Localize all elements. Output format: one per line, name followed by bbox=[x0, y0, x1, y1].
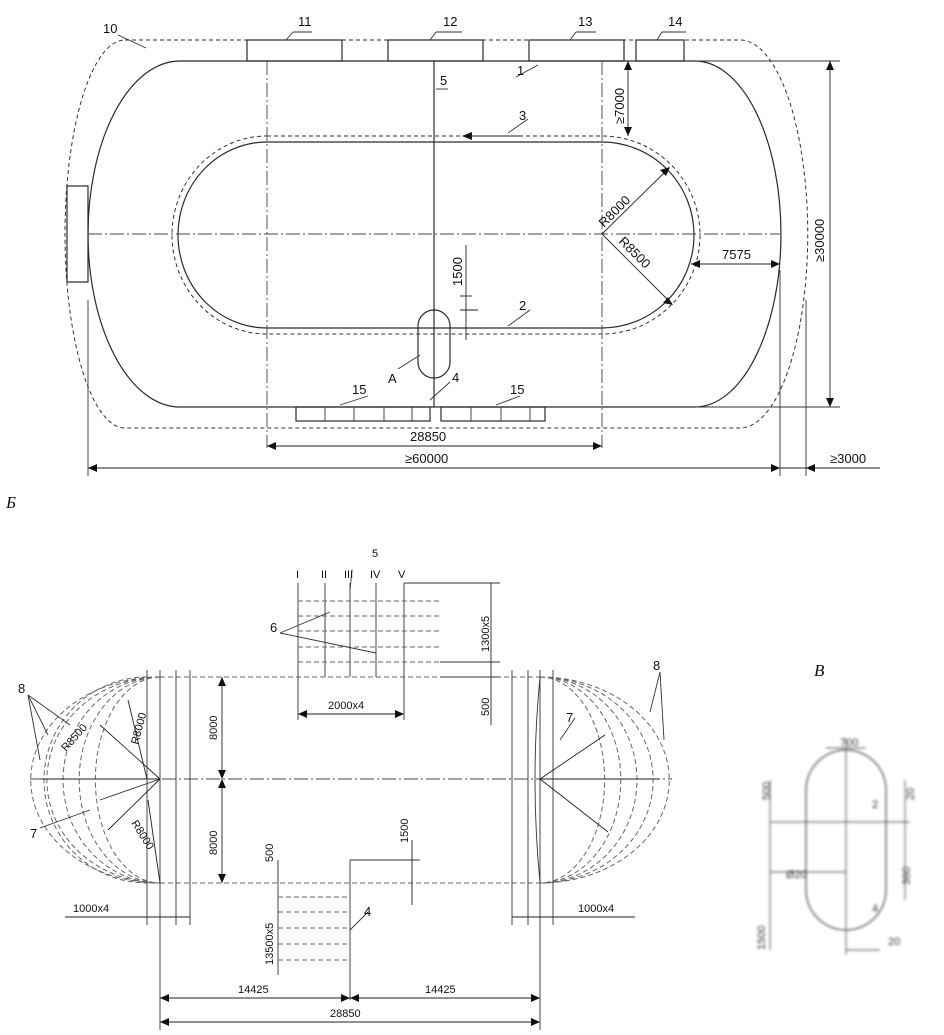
oval-a bbox=[417, 309, 451, 379]
detail-ref-2: 2 bbox=[872, 799, 878, 811]
dim-28850: 28850 bbox=[330, 1008, 361, 1020]
panel-label-v: В bbox=[814, 661, 825, 680]
dim-gap-top: ≥7000 bbox=[612, 88, 627, 124]
dim-r8000: R8000 bbox=[596, 192, 634, 230]
detail-700: 700 bbox=[840, 737, 858, 749]
point-a: A bbox=[388, 371, 397, 386]
dim-8000a: 8000 bbox=[208, 716, 220, 740]
lane-1: I bbox=[296, 569, 299, 581]
dim-height: ≥30000 bbox=[812, 219, 827, 262]
facilities-15 bbox=[295, 406, 546, 422]
dim-r8500: R8500 bbox=[59, 722, 90, 754]
inner-field-dashed bbox=[171, 135, 701, 335]
dim-14425-right: 14425 bbox=[425, 984, 456, 996]
left-curve-lanes bbox=[30, 676, 161, 884]
lane-3: III bbox=[344, 569, 353, 581]
dim-gap-side: 7575 bbox=[722, 247, 751, 262]
right-curve-lanes bbox=[534, 676, 670, 884]
dim-1300: 1300x5 bbox=[480, 616, 492, 652]
ref-3: 3 bbox=[519, 108, 526, 123]
ref-15b: 15 bbox=[510, 382, 524, 397]
detail-1500: 1500 bbox=[756, 926, 768, 950]
detail-v: 700 500 20 Ø20 1500 360 20 2 4 bbox=[756, 737, 917, 955]
ref-12: 12 bbox=[443, 14, 457, 29]
detail-d20: Ø20 bbox=[786, 869, 807, 881]
facility-13 bbox=[528, 39, 625, 62]
ref-15a: 15 bbox=[352, 382, 366, 397]
dim-bend: 1500 bbox=[450, 257, 465, 286]
dim-13500: 13500x5 bbox=[264, 923, 276, 965]
dim-500a: 500 bbox=[480, 698, 492, 716]
ref-2: 2 bbox=[519, 298, 526, 313]
dim-length: ≥60000 bbox=[405, 451, 448, 466]
dim-margin: ≥3000 bbox=[830, 451, 866, 466]
ref-4: 4 bbox=[452, 370, 459, 385]
dim-2000: 2000x4 bbox=[328, 700, 364, 712]
ref-7-left: 7 bbox=[30, 826, 37, 841]
facility-11 bbox=[246, 39, 343, 62]
ref-14: 14 bbox=[668, 14, 682, 29]
ref-1: 1 bbox=[517, 63, 524, 78]
bottom-lane-grid bbox=[277, 840, 420, 1000]
ref-4-mid: 4 bbox=[364, 904, 371, 919]
facility-12 bbox=[387, 39, 484, 62]
top-lane-grid bbox=[279, 569, 500, 725]
ref-10: 10 bbox=[103, 21, 117, 36]
ref-5: 5 bbox=[440, 73, 447, 88]
radius-8500 bbox=[601, 233, 671, 303]
dim-500b: 500 bbox=[264, 844, 276, 862]
middle-plan: I II III IV V 5 6 8 8 7 7 4 1300x5 2000x… bbox=[18, 548, 672, 1030]
ref-11: 11 bbox=[298, 14, 312, 29]
inner-field-line bbox=[177, 141, 695, 329]
ref-8-right: 8 bbox=[653, 658, 660, 673]
ref-13: 13 bbox=[578, 14, 592, 29]
radius-8000 bbox=[601, 169, 668, 235]
dim-8000b: 8000 bbox=[208, 831, 220, 855]
dim-1000-right: 1000x4 bbox=[578, 903, 614, 915]
facility-14 bbox=[635, 39, 685, 62]
detail-360: 360 bbox=[901, 867, 913, 885]
ref-8-left: 8 bbox=[18, 681, 25, 696]
detail-20b: 20 bbox=[888, 936, 900, 948]
panel-label-b: Б bbox=[5, 493, 16, 512]
ref-7-right: 7 bbox=[566, 710, 573, 725]
left-facility bbox=[66, 185, 89, 283]
top-plan: 10 11 12 13 14 1 5 3 2 4 15 15 A R8000 R… bbox=[64, 14, 880, 476]
ref-5-mid: 5 bbox=[372, 548, 378, 560]
lane-5: V bbox=[398, 569, 406, 581]
dim-14425-left: 14425 bbox=[238, 984, 269, 996]
detail-20a: 20 bbox=[905, 788, 917, 800]
dim-1000-left: 1000x4 bbox=[73, 903, 109, 915]
dim-straight: 28850 bbox=[410, 429, 446, 444]
lane-2: II bbox=[321, 569, 327, 581]
dim-r8500: R8500 bbox=[616, 234, 654, 272]
ref-6: 6 bbox=[270, 620, 277, 635]
detail-ref-4: 4 bbox=[872, 903, 878, 915]
dim-1500: 1500 bbox=[399, 819, 411, 843]
detail-500: 500 bbox=[761, 782, 773, 800]
lane-4: IV bbox=[370, 569, 381, 581]
outer-boundary-dashed bbox=[64, 39, 809, 429]
